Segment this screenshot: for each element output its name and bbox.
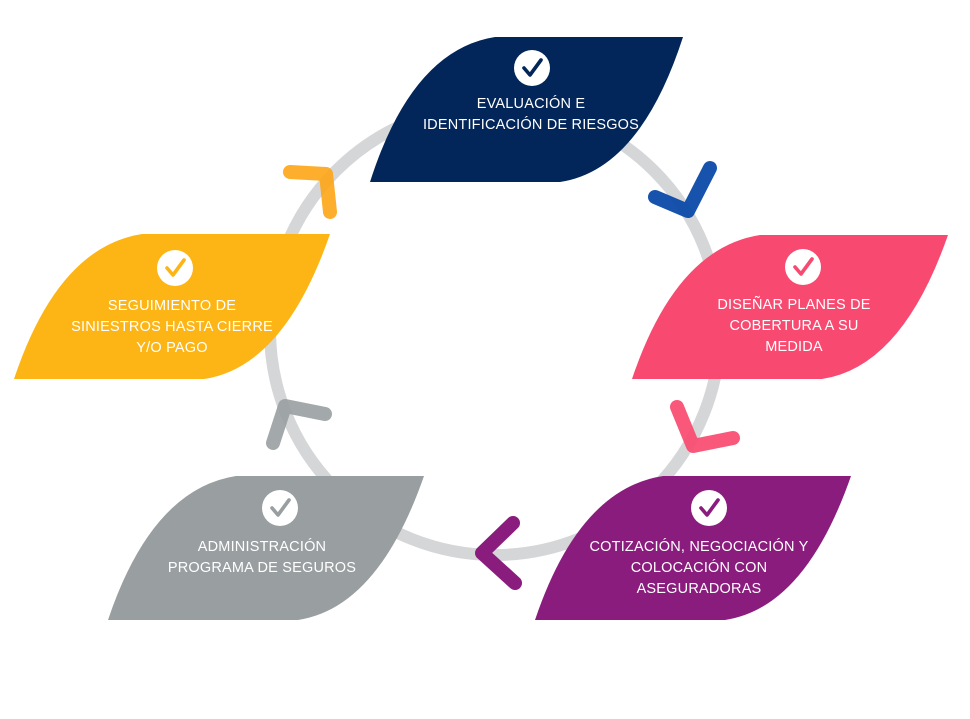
check-icons: [157, 50, 821, 526]
step-label-line: COTIZACIÓN, NEGOCIACIÓN Y: [589, 539, 809, 555]
step-label-line: DISEÑAR PLANES DE: [717, 297, 871, 313]
step-label-line: ADMINISTRACIÓN: [197, 539, 327, 555]
step-label-seguimiento: SEGUIMIENTO DE SINIESTROS HASTA CIERRE Y…: [42, 296, 302, 359]
step-leaves: [14, 37, 948, 620]
step-label-line: COBERTURA A SU: [729, 318, 859, 334]
check-circle-icon: [785, 249, 821, 285]
arrow-evaluacion-to-disenar: [648, 161, 717, 218]
check-circle-icon: [514, 50, 550, 86]
cycle-arrows: [266, 161, 740, 590]
step-label-line: SEGUIMIENTO DE: [107, 298, 237, 314]
arrow-cotizacion-to-administracion: [475, 516, 522, 590]
arrow-disenar-to-cotizacion: [670, 400, 740, 453]
arrow-seguimiento-to-evaluacion: [283, 165, 337, 219]
step-label-line: EVALUACIÓN E: [476, 96, 586, 112]
leaf-disenar: [632, 235, 948, 379]
leaf-cotizacion: [535, 476, 851, 620]
step-label-line: SINIESTROS HASTA CIERRE: [71, 319, 273, 335]
check-circle-icon: [691, 490, 727, 526]
step-label-line: COLOCACIÓN CON: [630, 560, 768, 576]
leaf-evaluacion: [370, 37, 683, 182]
step-label-line: ASEGURADORAS: [636, 581, 762, 597]
leaf-seguimiento: [14, 234, 330, 379]
leaf-administracion: [108, 476, 424, 620]
step-label-line: MEDIDA: [765, 339, 823, 355]
check-circle-icon: [262, 490, 298, 526]
step-label-line: Y/O PAGO: [136, 340, 208, 356]
step-label-evaluacion: EVALUACIÓN E IDENTIFICACIÓN DE RIESGOS: [401, 94, 661, 136]
step-label-line: IDENTIFICACIÓN DE RIESGOS: [422, 117, 640, 133]
step-label-disenar: DISEÑAR PLANES DE COBERTURA A SU MEDIDA: [669, 295, 919, 358]
step-label-line: PROGRAMA DE SEGUROS: [167, 560, 357, 576]
arrow-administracion-to-seguimiento: [266, 399, 332, 450]
step-label-administracion: ADMINISTRACIÓN PROGRAMA DE SEGUROS: [137, 537, 387, 579]
step-label-cotizacion: COTIZACIÓN, NEGOCIACIÓN Y COLOCACIÓN CON…: [569, 537, 829, 600]
check-circle-icon: [157, 250, 193, 286]
